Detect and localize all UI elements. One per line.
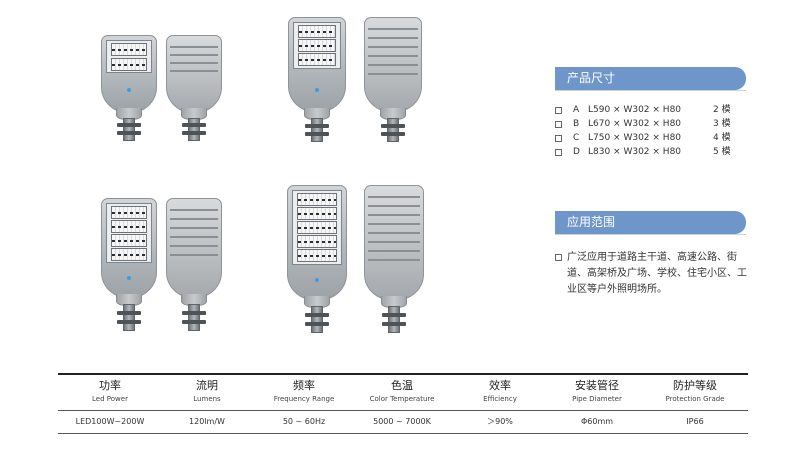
size-letter: C [573,133,580,143]
header-zh: 功率 [99,379,121,392]
spec-header-color-temp: 色温 Color Temperature [352,379,452,405]
header-zh: 色温 [391,379,413,392]
size-dimensions: L670 × W302 × H80 [588,119,682,129]
header-en: Led Power [92,395,128,403]
spec-value-pipe-diameter: Φ60mm [580,417,614,426]
spec-value-color-temp: 5000 ~ 7000K [373,417,431,426]
application-description: 广泛应用于道路主干道、高速公路、街道、高架桥及广场、学校、住宅小区、工业区等户外… [555,250,750,298]
checkbox-icon [555,149,562,156]
header-zh: 效率 [489,379,511,392]
size-dimensions: L590 × W302 × H80 [588,105,682,115]
size-section-title: 产品尺寸 [555,67,746,91]
spec-header-efficiency: 效率 Efficiency [450,379,550,405]
spec-value-lumens: 120lm/W [189,417,225,426]
header-en: Lumens [193,395,221,403]
checkbox-icon [555,135,562,142]
spec-value-protection: IP66 [686,417,704,426]
header-zh: 安装管径 [575,379,619,392]
header-en: Protection Grade [665,395,725,403]
header-zh: 频率 [293,379,315,392]
size-modules: 2 模 [713,105,731,115]
checkbox-icon [555,254,562,261]
size-dimensions: L750 × W302 × H80 [588,133,682,143]
table-header-rule [58,410,748,411]
led-panel [293,22,341,69]
size-dimensions: L830 × W302 × H80 [588,147,682,157]
header-zh: 防护等级 [673,379,717,392]
header-zh: 流明 [196,379,218,392]
header-en: Color Temperature [369,395,435,403]
size-modules: 3 模 [713,119,731,129]
spec-value-efficiency: ＞90% [487,417,513,426]
spec-header-frequency: 频率 Frequency Range [254,379,354,405]
led-panel [106,40,152,73]
size-letter: D [573,147,580,157]
checkbox-icon [555,107,562,114]
table-bottom-rule [58,433,748,434]
header-en: Pipe Diameter [572,395,622,403]
spec-value-power: LED100W~200W [75,417,145,426]
checkbox-icon [555,121,562,128]
size-letter: A [573,105,580,115]
spec-header-protection: 防护等级 Protection Grade [645,379,745,405]
size-letter: B [573,119,580,129]
indicator-dot [127,88,131,92]
header-en: Frequency Range [273,395,335,403]
application-text: 广泛应用于道路主干道、高速公路、街道、高架桥及广场、学校、住宅小区、工业区等户外… [567,252,747,295]
header-en: Efficiency [483,395,517,403]
lamp-housing-back [166,35,222,113]
table-top-rule [58,373,748,375]
spec-header-lumens: 流明 Lumens [157,379,257,405]
application-section-title: 应用范围 [555,211,746,235]
size-modules: 5 模 [713,147,731,157]
size-modules: 4 模 [713,133,731,143]
spec-header-power: 功率 Led Power [60,379,160,405]
spec-header-pipe-diameter: 安装管径 Pipe Diameter [547,379,647,405]
spec-value-frequency: 50 ~ 60Hz [282,417,326,426]
mounting-pipe [123,118,135,141]
